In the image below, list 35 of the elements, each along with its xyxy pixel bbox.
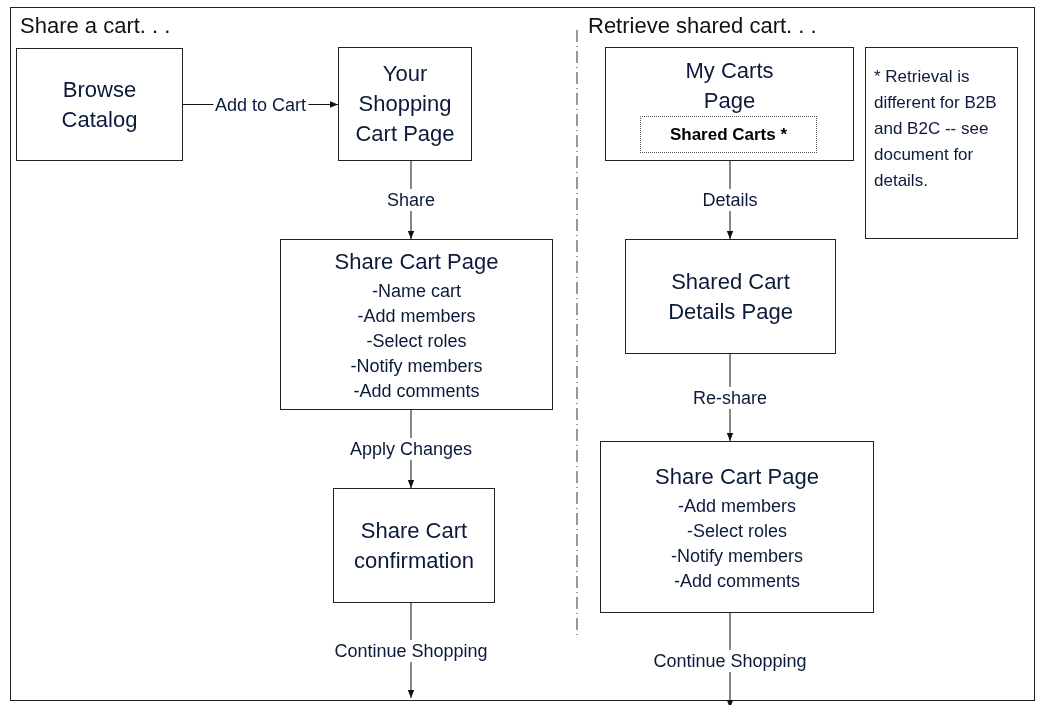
box-label: Share Cart Page <box>655 462 819 491</box>
box-label: Shared Cart Details Page <box>667 267 794 326</box>
page-box <box>640 116 817 153</box>
page-box <box>280 239 553 410</box>
page-box <box>333 488 495 603</box>
section-heading: Retrieve shared cart. . . <box>588 13 817 39</box>
box-label: * Retrieval is different for B2B and B2C -- see document for details. <box>874 66 998 192</box>
edge-label: Re-share <box>691 386 769 409</box>
page-box <box>16 48 183 161</box>
box-label: My Carts Page <box>684 57 775 115</box>
box-label: Share Cart confirmation <box>353 516 475 575</box>
section-heading: Share a cart. . . <box>20 13 171 39</box>
edge-label: Share <box>385 189 437 211</box>
note-box <box>865 47 1018 239</box>
edge-label: Details <box>700 189 760 211</box>
list-item: -Add members <box>357 304 476 328</box>
list-item: -Select roles <box>686 519 787 543</box>
list-item: -Add members <box>677 494 796 518</box>
list-item: -Add comments <box>673 569 800 593</box>
box-label: Share Cart Page <box>334 247 499 276</box>
box-label: Browse Catalog <box>60 75 139 134</box>
box-label: Your Shopping Cart Page <box>354 60 456 148</box>
list-item: -Name cart <box>372 279 461 303</box>
edge-label: Continue Shopping <box>332 639 490 662</box>
list-item: -Select roles <box>366 329 467 353</box>
page-box <box>625 239 836 354</box>
page-box <box>600 441 874 613</box>
page-box <box>338 47 472 161</box>
edge-label: Continue Shopping <box>651 649 809 672</box>
box-label: Shared Carts * <box>669 123 788 146</box>
list-item: -Notify members <box>671 544 803 568</box>
list-item: -Notify members <box>350 354 483 378</box>
edge-label: Apply Changes <box>347 438 475 460</box>
list-item: -Add comments <box>353 379 480 403</box>
page-box <box>605 47 854 161</box>
